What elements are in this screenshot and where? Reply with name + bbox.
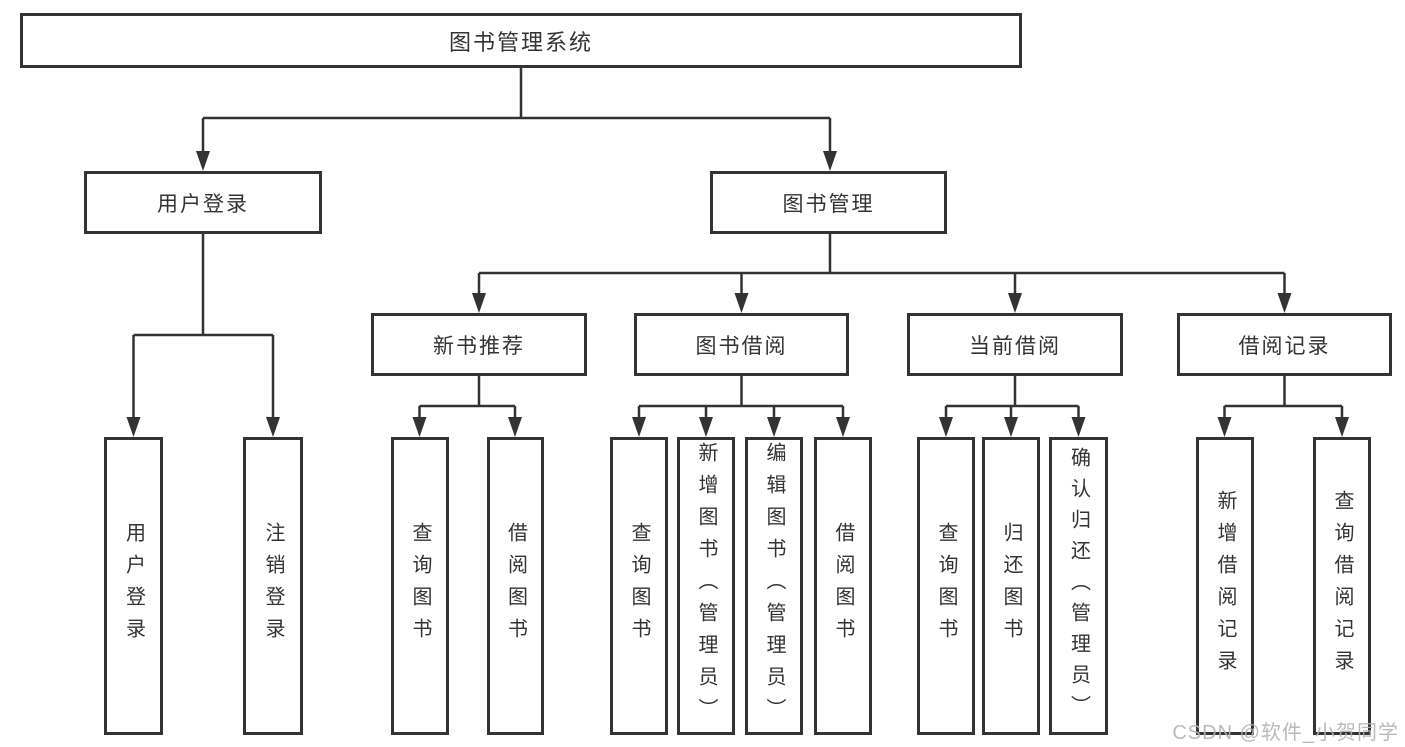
leaf-add-books-admin: 新增图书（管理员） [677, 437, 735, 735]
node-book-borrowing-label: 图书借阅 [695, 334, 788, 358]
leaf-recommend-query-books-label: 查询图书 [409, 522, 431, 650]
node-borrowing-records: 借阅记录 [1177, 313, 1392, 376]
leaf-add-borrow-record: 新增借阅记录 [1196, 437, 1254, 735]
leaf-current-query-books: 查询图书 [917, 437, 975, 735]
leaf-return-books: 归还图书 [982, 437, 1040, 735]
node-book-management-module-label: 图书管理 [782, 192, 875, 216]
node-book-borrowing: 图书借阅 [634, 313, 849, 376]
leaf-edit-books-admin: 编辑图书（管理员） [745, 437, 803, 735]
leaf-recommend-query-books: 查询图书 [391, 437, 449, 735]
connector-path [132, 68, 1344, 419]
leaf-confirm-return-admin: 确认归还（管理员） [1049, 437, 1108, 735]
node-current-borrowing-label: 当前借阅 [969, 334, 1061, 358]
leaf-add-borrow-record-label: 新增借阅记录 [1214, 490, 1236, 682]
leaf-recommend-borrow-books: 借阅图书 [487, 437, 544, 735]
node-user-login-module: 用户登录 [84, 171, 322, 234]
leaf-user-login-label: 用户登录 [122, 522, 145, 650]
leaf-borrowing-query-books: 查询图书 [610, 437, 668, 735]
node-new-book-recommend-label: 新书推荐 [433, 334, 525, 358]
node-borrowing-records-label: 借阅记录 [1238, 334, 1331, 358]
leaf-return-books-label: 归还图书 [1000, 522, 1022, 650]
leaf-recommend-borrow-books-label: 借阅图书 [504, 522, 527, 650]
node-new-book-recommend: 新书推荐 [371, 313, 587, 376]
leaf-query-borrow-record: 查询借阅记录 [1313, 437, 1371, 735]
leaf-logout: 注销登录 [243, 437, 303, 735]
leaf-current-query-books-label: 查询图书 [935, 522, 957, 650]
leaf-borrowing-borrow-books: 借阅图书 [814, 437, 872, 735]
node-book-management-module: 图书管理 [710, 171, 947, 234]
leaf-confirm-return-admin-label: 确认归还（管理员） [1067, 446, 1090, 726]
node-current-borrowing: 当前借阅 [907, 313, 1123, 376]
leaf-borrowing-borrow-books-label: 借阅图书 [832, 522, 854, 650]
node-user-login-module-label: 用户登录 [157, 192, 249, 216]
watermark: CSDN @软件_小贺同学 [1172, 722, 1399, 744]
leaf-borrowing-query-books-label: 查询图书 [628, 522, 650, 650]
leaf-add-books-admin-label: 新增图书（管理员） [695, 442, 717, 730]
arrowheads [126, 151, 1349, 437]
leaf-query-borrow-record-label: 查询借阅记录 [1331, 490, 1353, 682]
leaf-logout-label: 注销登录 [262, 522, 284, 650]
node-system-root: 图书管理系统 [20, 13, 1022, 68]
node-system-root-label: 图书管理系统 [448, 29, 593, 55]
leaf-user-login: 用户登录 [104, 437, 163, 735]
leaf-edit-books-admin-label: 编辑图书（管理员） [763, 442, 785, 730]
